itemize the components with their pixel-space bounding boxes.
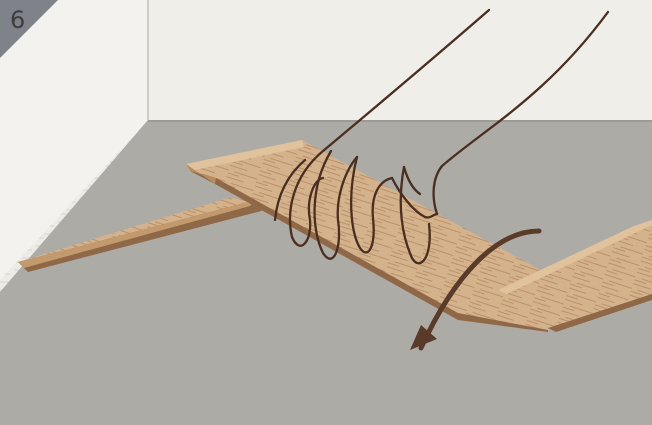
back-wall	[148, 0, 652, 120]
step-number: 6	[10, 8, 25, 32]
